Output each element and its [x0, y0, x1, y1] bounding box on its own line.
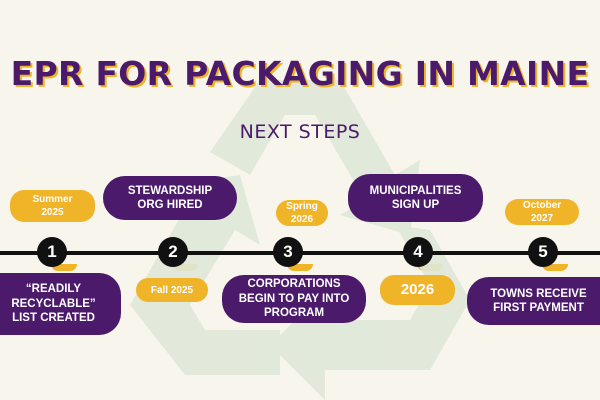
step-3-label: CORPORATIONS BEGIN TO PAY INTO PROGRAM	[222, 275, 366, 323]
step-1-marker: 1	[37, 237, 77, 271]
step-1-label: “READILY RECYCLABLE” LIST CREATED	[0, 273, 121, 335]
step-2-marker: 2	[158, 237, 198, 271]
step-4-marker: 4	[403, 237, 443, 271]
step-2-label: STEWARDSHIP ORG HIRED	[103, 176, 237, 220]
step-5-marker: 5	[528, 237, 568, 271]
step-4-label: MUNICIPALITIES SIGN UP	[348, 174, 483, 222]
step-1-date: Summer 2025	[10, 190, 95, 222]
step-2-date: Fall 2025	[136, 278, 208, 302]
page-subtitle: NEXT STEPS	[239, 121, 361, 143]
step-3-date: Spring 2026	[276, 200, 328, 226]
step-5-date: October 2027	[505, 199, 579, 225]
step-5-label: TOWNS RECEIVE FIRST PAYMENT	[467, 277, 600, 325]
step-3-marker: 3	[273, 237, 313, 271]
step-4-date: 2026	[380, 275, 455, 305]
page-title: EPR FOR PACKAGING IN MAINE	[10, 54, 590, 93]
